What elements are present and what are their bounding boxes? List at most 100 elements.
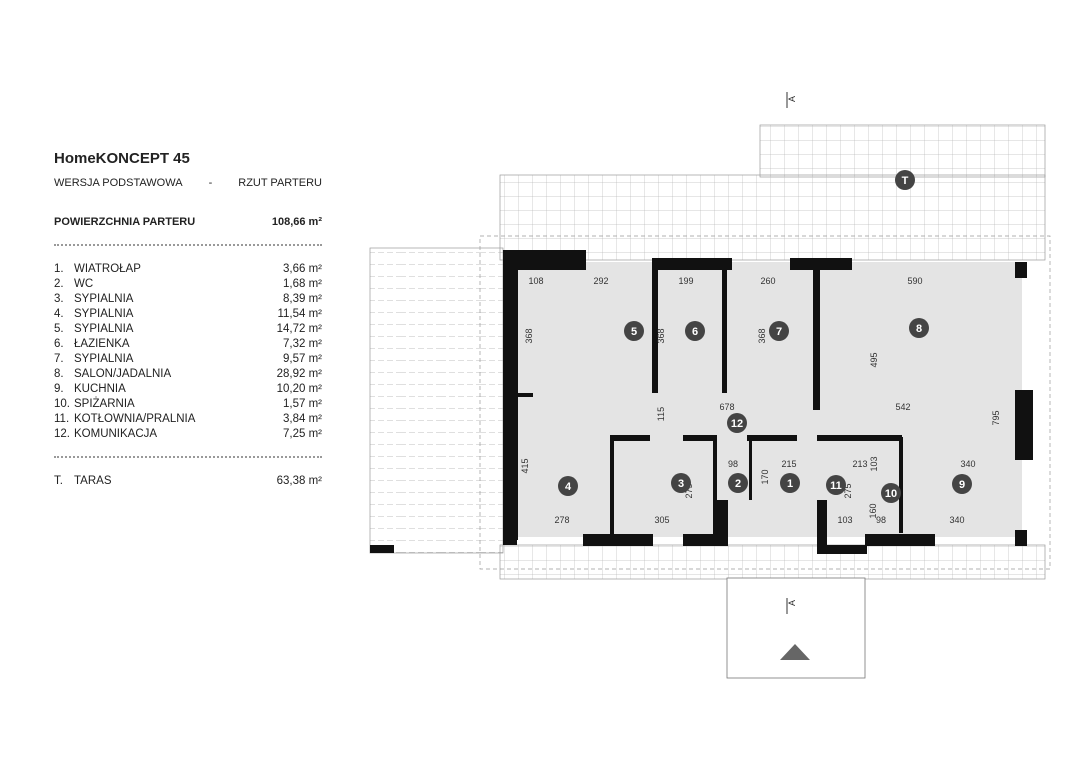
room-area: 14,72 m² [276,323,322,335]
view-label: RZUT PARTERU [238,177,322,189]
version-label: WERSJA PODSTAWOWA [54,177,183,189]
room-badge [881,483,901,503]
room-number: 2. [54,278,64,290]
room-area: 28,92 m² [276,368,322,380]
room-number: 1. [54,263,64,275]
dimension-label: 340 [949,515,964,525]
room-number: 12. [54,428,70,440]
room-area: 1,57 m² [283,398,322,410]
room-name: SYPIALNIA [74,308,134,320]
room-badge-label: 8 [916,323,922,335]
room-name: SPIŻARNIA [74,398,135,410]
room-name: SALON/JADALNIA [74,368,172,380]
dimension-label: 275 [684,483,694,498]
room-number: 8. [54,368,64,380]
project-title: HomeKONCEPT 45 [54,150,190,167]
room-name: SYPIALNIA [74,353,134,365]
interior-floor [510,262,1022,537]
dimension-label: 278 [554,515,569,525]
room-badge-label: 9 [959,479,965,491]
room-badge [895,170,915,190]
room-name: ŁAZIENKA [74,338,130,350]
dimension-label: 368 [757,328,767,343]
entrance-arrow-icon [780,644,810,660]
dimension-label: 213 [852,459,867,469]
dimension-label: 170 [760,469,770,484]
room-number: 11. [54,413,70,425]
room-number: 5. [54,323,64,335]
section-marks: A A [786,92,797,614]
room-name: TARAS [74,475,112,487]
dimension-label: 215 [781,459,796,469]
dimension-label: 795 [991,410,1001,425]
terrace-row: T.TARAS 63,38 m² [54,474,322,489]
room-row: 8. SALON/JADALNIA 28,92 m² [54,367,322,382]
room-row: 5. SYPIALNIA 14,72 m² [54,322,322,337]
room-badge [558,476,578,496]
room-badge-label: 7 [776,326,782,338]
room-number: 10. [54,398,70,410]
dimension-label: 108 [528,276,543,286]
room-area: 7,32 m² [283,338,322,350]
subtitle: WERSJA PODSTAWOWA - RZUT PARTERU [54,177,322,189]
room-area: 3,66 m² [283,263,322,275]
dimension-label: 103 [869,456,879,471]
room-name: WIATROŁAP [74,263,141,275]
dimension-label: 415 [520,458,530,473]
room-name: KUCHNIA [74,383,126,395]
total-area-row: POWIERZCHNIA PARTERU 108,66 m² [54,215,322,230]
dimension-label: 590 [907,276,922,286]
dimension-label: 103 [837,515,852,525]
room-area: 11,54 m² [277,308,322,320]
room-badge-label: 4 [565,481,572,493]
room-row: 1. WIATROŁAP 3,66 m² [54,262,322,277]
room-badge [909,318,929,338]
room-badge-label: 2 [735,478,741,490]
room-area: 9,57 m² [283,353,322,365]
room-badge [826,475,846,495]
dimension-label: 98 [876,515,886,525]
room-badge-label: 10 [885,488,897,500]
dimension-label: 115 [656,407,666,421]
dimension-label: 340 [960,459,975,469]
room-name: WC [74,278,94,290]
dimension-label: 275 [843,483,853,498]
dimension-label: 160 [868,503,878,518]
room-badge-label: 1 [787,478,793,490]
dimension-label: 678 [719,402,734,412]
section-mark-top: A [787,96,797,102]
dimension-label: 368 [656,328,666,343]
divider [54,456,322,458]
room-badge [727,413,747,433]
dimension-label: 495 [869,352,879,367]
walls [370,250,1033,554]
room-area: 3,84 m² [283,413,322,425]
room-area: 7,25 m² [283,428,322,440]
room-badge-label: 6 [692,326,698,338]
terrace [369,124,1051,679]
room-number: 3. [54,293,64,305]
room-number: 9. [54,383,64,395]
room-badge [671,473,691,493]
room-badge [780,473,800,493]
room-name: SYPIALNIA [74,323,134,335]
room-badge-label: 5 [631,326,637,338]
dimension-label: 98 [728,459,738,469]
total-area-label: POWIERZCHNIA PARTERU [54,216,196,228]
dimension-label: 260 [760,276,775,286]
room-badge-label: 12 [731,418,743,430]
room-row: 10. SPIŻARNIA 1,57 m² [54,397,322,412]
room-badge [952,474,972,494]
room-area: 8,39 m² [283,293,322,305]
